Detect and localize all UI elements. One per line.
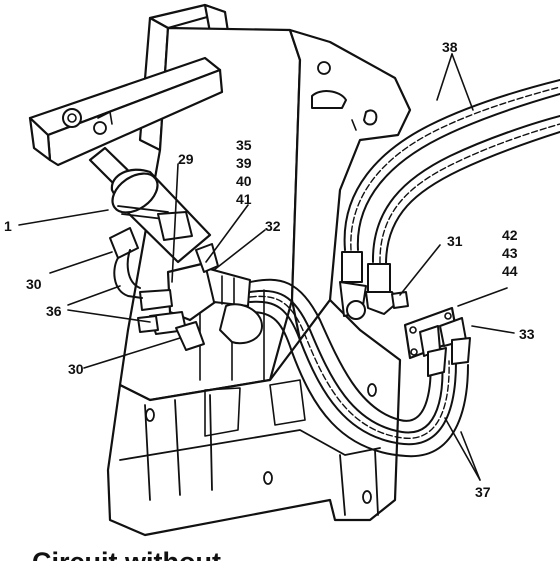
callout-38: 38	[442, 39, 458, 55]
callout-36: 36	[46, 303, 62, 319]
hose-38	[343, 79, 560, 265]
callout-33: 33	[519, 326, 535, 342]
callout-30-upper: 30	[26, 276, 42, 292]
callout-41: 41	[236, 191, 252, 207]
callout-30-lower: 30	[68, 361, 84, 377]
hydraulic-cylinder	[88, 146, 212, 264]
callout-42: 42	[502, 227, 518, 243]
arm-assembly	[28, 56, 224, 167]
callout-35: 35	[236, 137, 252, 153]
callout-labels: 1 29 35 39 40 41 32 30 36 30 38 31 42 43…	[4, 39, 535, 500]
mounting-plate	[403, 306, 471, 377]
callout-31: 31	[447, 233, 463, 249]
leader-lines	[18, 53, 515, 481]
valve-block	[109, 227, 263, 351]
callout-32: 32	[265, 218, 281, 234]
callout-37: 37	[475, 484, 491, 500]
callout-1: 1	[4, 218, 12, 234]
hose-37	[249, 278, 469, 458]
callout-44: 44	[502, 263, 518, 279]
figure-caption: Circuit without	[32, 547, 221, 561]
fitting-31-elbows	[339, 251, 409, 320]
callout-43: 43	[502, 245, 518, 261]
callout-39: 39	[236, 155, 252, 171]
callout-29: 29	[178, 151, 194, 167]
callout-40: 40	[236, 173, 252, 189]
